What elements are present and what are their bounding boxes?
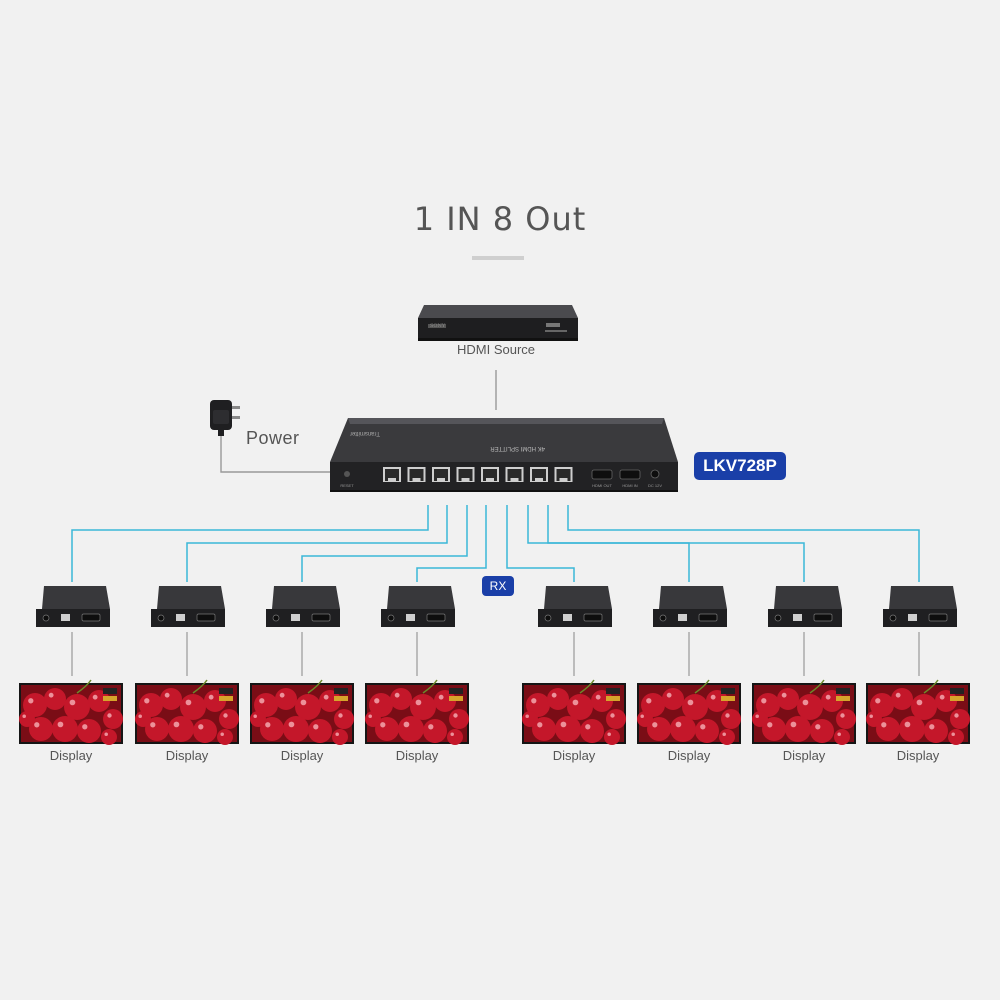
display-screen-6 [637, 679, 741, 745]
rx-badge: RX [482, 576, 514, 596]
splitter-hdmi-ports [591, 469, 660, 480]
splitter-device [330, 418, 678, 492]
receiver-4 [381, 586, 455, 627]
receiver-1 [36, 586, 110, 627]
display-label-6: Display [667, 748, 711, 763]
display-screen-7 [752, 679, 856, 745]
rj45-port-5 [481, 467, 499, 482]
receiver-3 [266, 586, 340, 627]
cable-to-rx-2 [186, 505, 448, 582]
display-screen-3 [250, 679, 354, 745]
receiver-2 [151, 586, 225, 627]
network-cables [71, 505, 920, 676]
rj45-port-8 [554, 467, 573, 482]
cable-to-rx-5 [506, 505, 575, 582]
receiver-5 [538, 586, 612, 627]
splitter-dc-label: DC 12V [648, 483, 662, 488]
display-screen-5 [522, 679, 626, 745]
display-label-7: Display [782, 748, 826, 763]
receiver-6 [653, 586, 727, 627]
rj45-port-4 [456, 467, 475, 482]
diagram-title: 1 IN 8 Out [413, 200, 587, 238]
display-label-8: Display [896, 748, 940, 763]
displays [19, 679, 970, 745]
hdmi-source-label: HDMI Source [456, 342, 536, 357]
power-label: Power [246, 428, 300, 448]
hdmi-source-device [418, 305, 578, 341]
receiver-7 [768, 586, 842, 627]
splitter-reset-label: RESET [340, 483, 354, 488]
source-brand-logo: SONY [430, 323, 446, 329]
display-screen-8 [866, 679, 970, 745]
power-adapter-icon [210, 400, 240, 436]
display-label-5: Display [552, 748, 596, 763]
cable-to-rx-7 [547, 505, 805, 582]
display-label-4: Display [395, 748, 439, 763]
title-underline [472, 256, 524, 260]
cable-to-rx-8 [567, 505, 920, 582]
display-screen-4 [365, 679, 469, 745]
splitter-front-text: 4K HDMI SPLITTER [490, 445, 545, 451]
cable-to-rx-4 [416, 505, 487, 582]
rj45-port-7 [530, 467, 548, 482]
cable-to-rx-1 [71, 505, 429, 582]
display-label-2: Display [165, 748, 209, 763]
receivers [36, 586, 957, 627]
power-cable [220, 436, 330, 473]
rj45-port-1 [383, 467, 401, 482]
rj45-port-6 [505, 467, 524, 482]
display-screen-2 [135, 679, 239, 745]
display-screen-1 [19, 679, 123, 745]
splitter-rj45-ports [383, 467, 573, 482]
model-badge: LKV728P [694, 452, 786, 480]
cable-to-rx-3 [301, 505, 468, 582]
splitter-top-text: Transmitter [350, 430, 380, 436]
splitter-hdmi-out-label: HDMI OUT [592, 483, 612, 488]
display-label-1: Display [49, 748, 93, 763]
rj45-port-2 [407, 467, 426, 482]
splitter-hdmi-in-label: HDMI IN [622, 483, 637, 488]
receiver-8 [883, 586, 957, 627]
rj45-port-3 [432, 467, 450, 482]
display-label-3: Display [280, 748, 324, 763]
